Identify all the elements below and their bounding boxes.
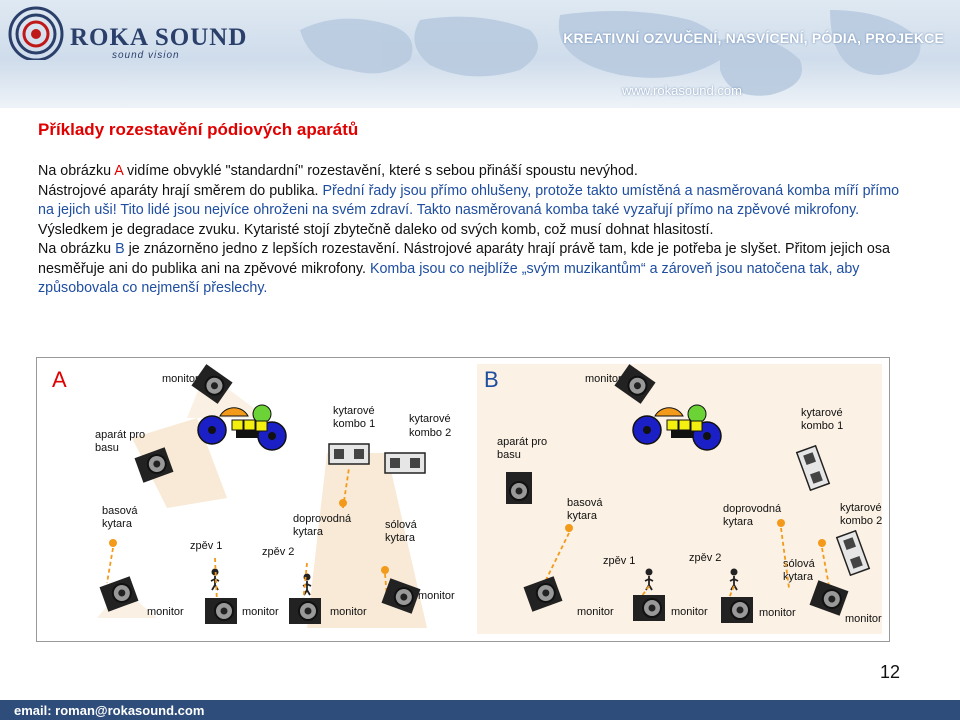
musician-marker-icon — [818, 539, 826, 547]
vocal2-label: zpěv 2 — [689, 552, 721, 564]
vocal2-label: zpěv 2 — [262, 546, 294, 558]
diagram-b-letter: B — [484, 367, 499, 392]
combo2-label: kytarové — [840, 502, 882, 514]
bass-amp-label: basu — [95, 442, 119, 454]
bass-guitar-label: basová — [102, 505, 138, 517]
header-url[interactable]: www.rokasound.com — [622, 83, 742, 98]
header: ROKA SOUND sound vision KREATIVNÍ OZVUČE… — [0, 0, 960, 108]
monitor-label: monitor — [577, 606, 614, 618]
text-span: Výsledkem je degradace zvuku. Kytaristé … — [38, 221, 714, 238]
solo-guitar-label: sólová — [783, 558, 816, 570]
bass-amp-label: basu — [497, 449, 521, 461]
combo1-label: kombo 1 — [333, 418, 375, 430]
vocal1-label: zpěv 1 — [603, 555, 635, 567]
letter-b: B — [115, 241, 125, 257]
combo1-label: kytarové — [801, 407, 843, 419]
bass-amp-icon — [505, 471, 533, 505]
monitor-label: monitor — [759, 607, 796, 619]
world-map-graphic — [300, 10, 921, 96]
monitor-label: monitor — [147, 606, 184, 618]
combo1-icon — [328, 443, 370, 465]
logo-text: ROKA SOUND — [70, 24, 248, 51]
bass-amp-label: aparát pro — [497, 436, 547, 448]
highlight-text: Komba jsou co nejblíže „svým muzikantům“… — [38, 260, 860, 297]
page-number: 12 — [880, 662, 901, 682]
bass-guitar-label: basová — [567, 497, 603, 509]
letter-a: A — [114, 163, 124, 179]
musician-marker-icon — [339, 499, 347, 507]
logo-rings-icon — [8, 6, 64, 60]
stage-diagram: A monitor aparát pro basu kytarové kombo… — [36, 357, 890, 642]
combo1-label: kombo 1 — [801, 420, 843, 432]
diagram-b: B monitor aparát pro basu kytarové kombo… — [477, 363, 882, 634]
header-tagline: KREATIVNÍ OZVUČENÍ, NASVÍCENÍ, PÓDIA, PR… — [563, 30, 944, 46]
rhythm-guitar-label: doprovodná — [723, 503, 782, 515]
solo-guitar-label: kytara — [783, 571, 814, 583]
monitor-speaker-icon — [632, 594, 666, 622]
combo2-label: kombo 2 — [409, 427, 451, 439]
text-span: Na obrázku — [38, 241, 116, 257]
bass-guitar-label: kytara — [102, 518, 133, 530]
monitor-label: monitor — [418, 590, 455, 602]
text-span: Nástrojové aparáty hrají směrem do publi… — [38, 182, 323, 199]
musician-marker-icon — [565, 524, 573, 532]
stage-diagram-svg: A monitor aparát pro basu kytarové kombo… — [45, 363, 882, 634]
rhythm-guitar-label: kytara — [293, 526, 324, 538]
solo-guitar-label: sólová — [385, 519, 418, 531]
combo2-label: kombo 2 — [840, 515, 882, 527]
bass-amp-label: aparát pro — [95, 429, 145, 441]
combo1-label: kytarové — [333, 405, 375, 417]
monitor-speaker-icon — [204, 597, 238, 625]
text-span: vidíme obvyklé "standardní" rozestavění,… — [123, 163, 638, 179]
bass-guitar-label: kytara — [567, 510, 598, 522]
combo2-icon — [384, 452, 426, 474]
monitor-label: monitor — [671, 606, 708, 618]
vocal1-label: zpěv 1 — [190, 540, 222, 552]
paragraph-b: Na obrázku B je znázorněno jedno z lepší… — [38, 240, 918, 299]
monitor-speaker-icon — [288, 597, 322, 625]
monitor-label: monitor — [162, 373, 199, 385]
combo2-label: kytarové — [409, 413, 451, 425]
monitor-label: monitor — [585, 373, 622, 385]
text-span: Na obrázku — [38, 163, 115, 179]
diagram-a: A monitor aparát pro basu kytarové kombo… — [45, 363, 465, 634]
rhythm-guitar-label: kytara — [723, 516, 754, 528]
diagram-a-letter: A — [52, 367, 67, 392]
monitor-label: monitor — [330, 606, 367, 618]
text-span: je znázorněno jedno z lepších rozestavěn… — [38, 241, 890, 277]
rhythm-guitar-label: doprovodná — [293, 513, 352, 525]
paragraph-a: Na obrázku A vidíme obvyklé "standardní"… — [38, 162, 918, 240]
body-text: Na obrázku A vidíme obvyklé "standardní"… — [38, 162, 918, 299]
musician-marker-icon — [777, 519, 785, 527]
musician-marker-icon — [109, 539, 117, 547]
highlight-text: Přední řady jsou přímo ohlušeny, protože… — [38, 182, 900, 219]
footer-email[interactable]: email: roman@rokasound.com — [14, 703, 205, 718]
musician-marker-icon — [381, 566, 389, 574]
solo-guitar-label: kytara — [385, 532, 416, 544]
monitor-label: monitor — [242, 606, 279, 618]
footer: email: roman@rokasound.com — [0, 700, 960, 720]
monitor-speaker-icon — [720, 596, 754, 624]
page-title: Příklady rozestavění pódiových aparátů — [38, 120, 359, 139]
monitor-label: monitor — [845, 613, 882, 625]
logo: ROKA SOUND sound vision — [6, 2, 256, 64]
logo-subtext: sound vision — [112, 50, 180, 61]
